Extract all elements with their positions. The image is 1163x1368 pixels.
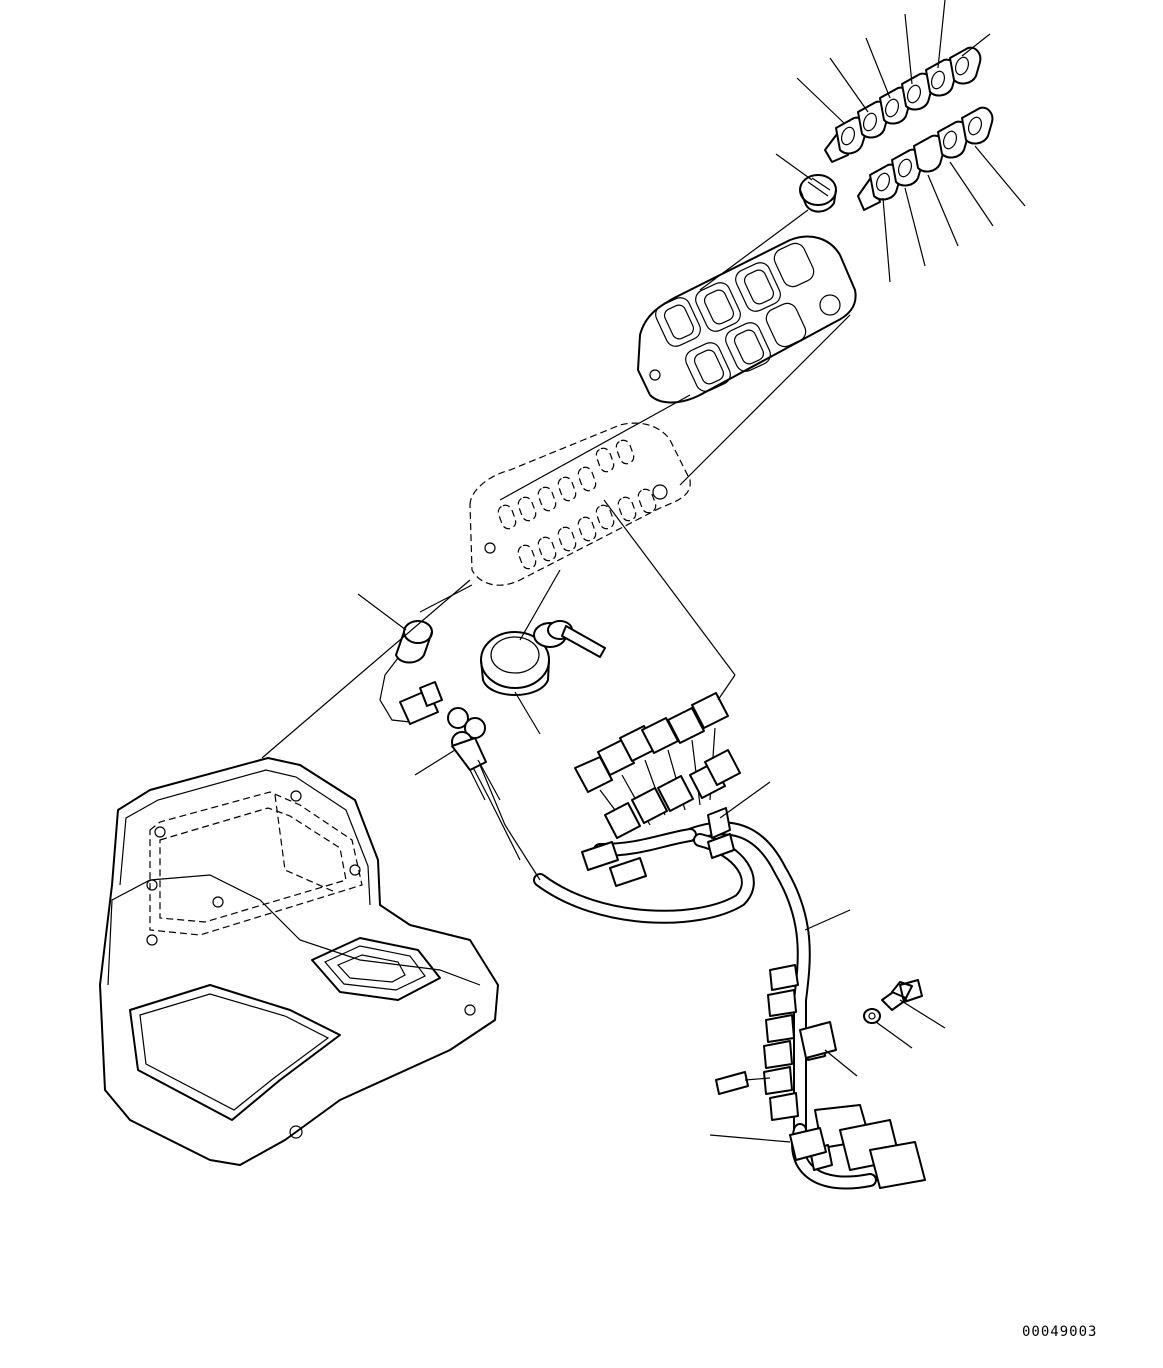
bolt <box>882 980 922 1010</box>
drawing-number: 00049003 <box>1022 1324 1098 1340</box>
rocker-switch-row-upper <box>825 48 980 162</box>
washer <box>864 1009 880 1023</box>
wiring-harness <box>465 693 925 1188</box>
key-switch <box>481 621 605 695</box>
rocker-switch-row-lower <box>858 108 992 210</box>
switch-panel-decal <box>638 236 856 402</box>
harness-connector-group-upper <box>575 693 740 886</box>
harness-clamp <box>790 1022 836 1160</box>
rotary-knob <box>800 175 836 212</box>
ring-terminals <box>448 708 500 800</box>
indicator-lamp <box>380 621 442 724</box>
console-body <box>100 758 498 1165</box>
callout-leaders <box>262 0 1025 1142</box>
switch-panel-plate <box>470 423 690 585</box>
